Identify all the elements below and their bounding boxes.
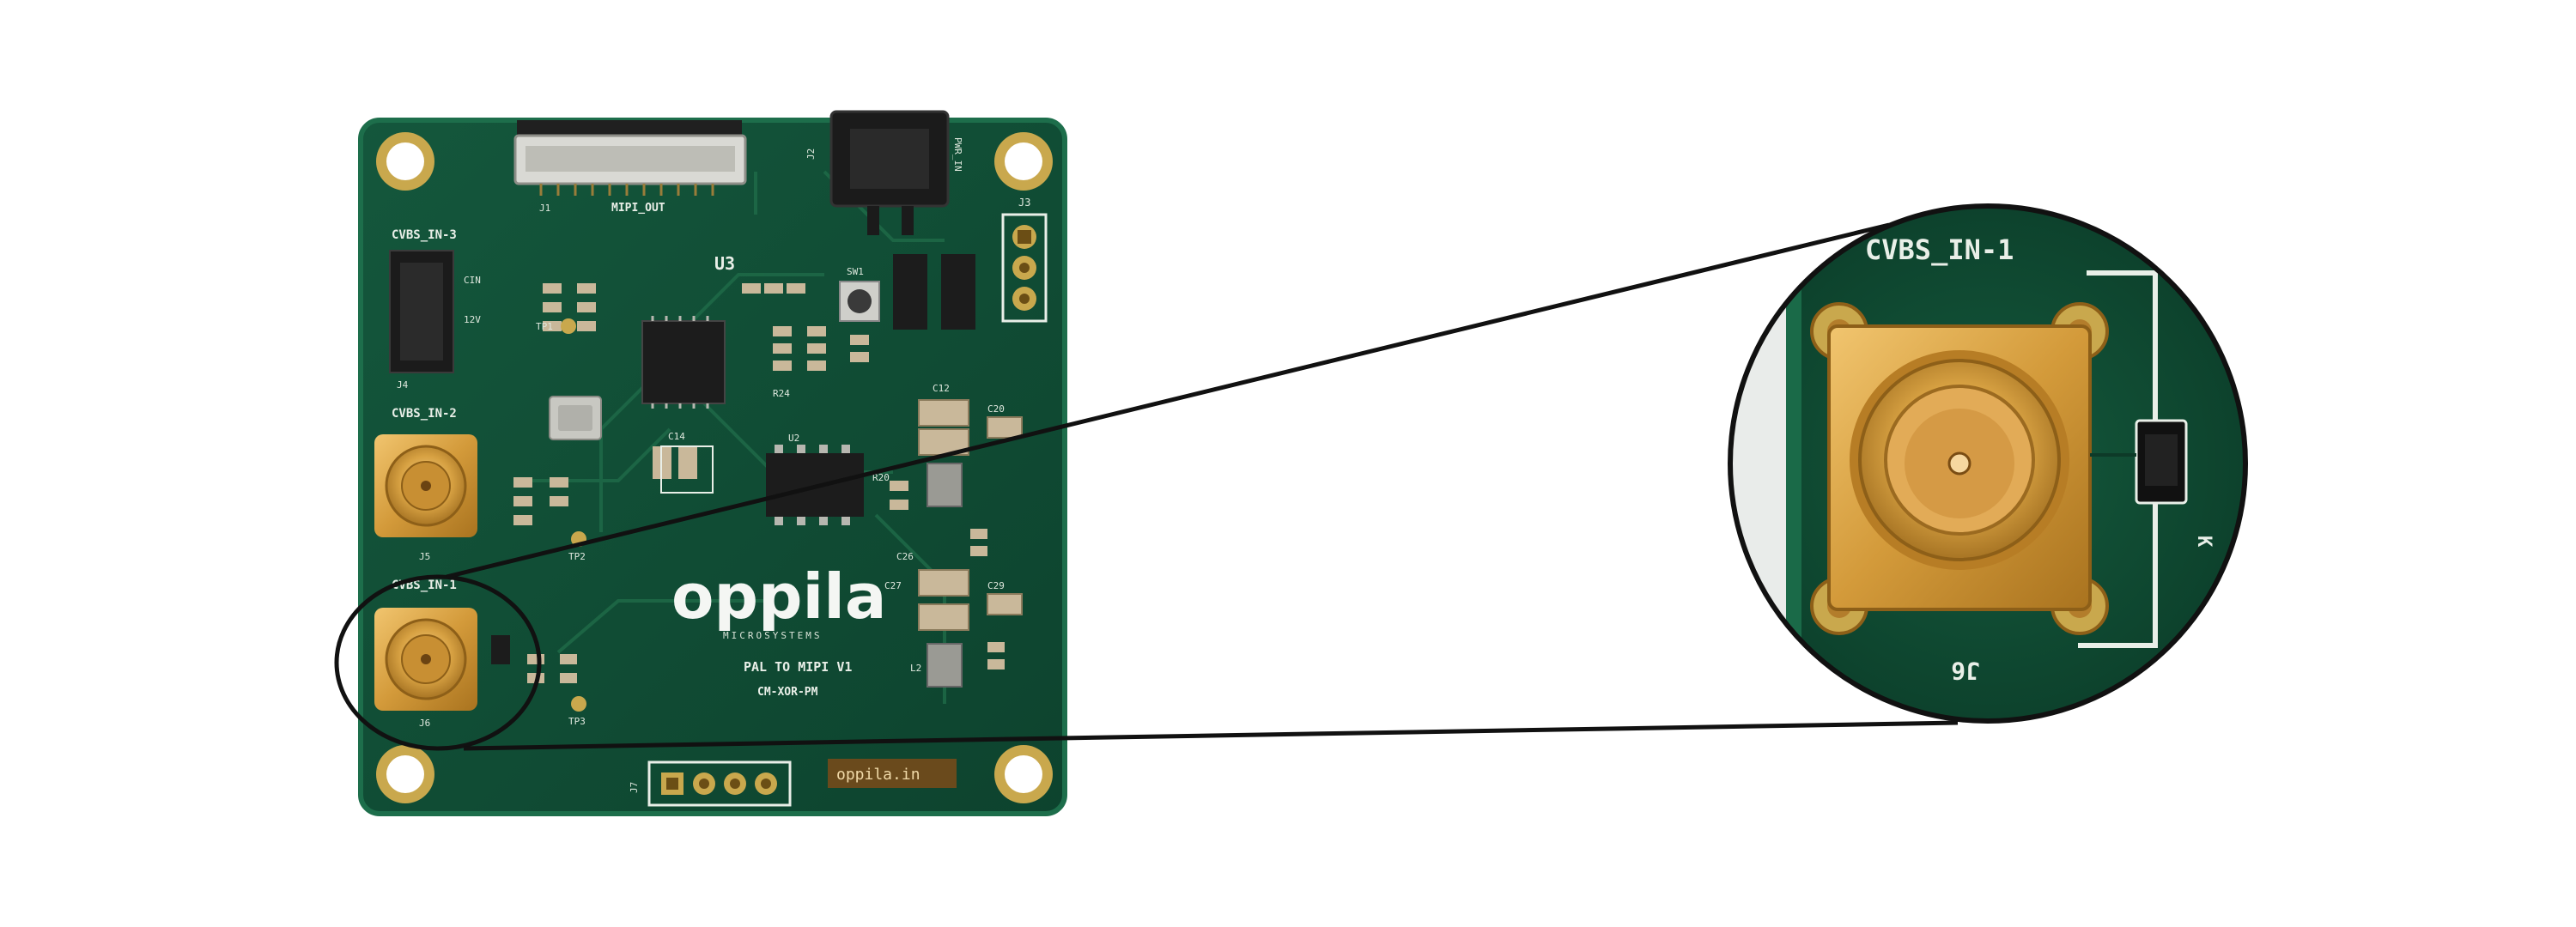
header-j3 <box>1001 213 1048 323</box>
zoomed-k-label: K <box>2193 536 2215 548</box>
j4-label: J4 <box>397 379 409 391</box>
zoomed-switch-k <box>2090 419 2188 505</box>
c14-label: C14 <box>668 431 685 442</box>
j7-label: J7 <box>629 782 640 793</box>
sw1-label: SW1 <box>847 266 864 277</box>
ic-u3-decoder <box>641 316 726 409</box>
capacitor-bank <box>660 399 1023 688</box>
board-name-line2: CM-XOR-PM <box>757 686 818 699</box>
mipi-out-label: MIPI_OUT <box>611 202 665 215</box>
j6-label: J6 <box>419 718 430 729</box>
u3-label: U3 <box>714 253 735 274</box>
website-text: oppila.in <box>836 766 920 784</box>
mipi-out-connector <box>513 120 747 196</box>
cvbs-in-2-label: CVBS_IN-2 <box>392 407 457 421</box>
cvbs-in-3-label: CVBS_IN-3 <box>392 228 457 242</box>
c12-label: C12 <box>933 383 950 394</box>
header-j7 <box>647 760 792 807</box>
pwr-in-label: PWR_IN <box>952 137 963 172</box>
test-point-tp1 <box>561 318 576 334</box>
zoomed-cvbs-in-1-label: CVBS_IN-1 <box>1865 233 2014 266</box>
j1-label: J1 <box>539 203 550 214</box>
pcb-board: MIPI_OUT J1 PWR_IN J2 J3 SW1 CVBS_IN <box>358 110 1067 816</box>
smb-connector-j6 <box>374 608 477 711</box>
zoomed-smb-connector <box>1810 302 2109 635</box>
j2-label: J2 <box>805 148 817 160</box>
mounting-hole-top-right <box>994 132 1053 191</box>
power-input-connector <box>829 110 950 235</box>
c26-label: C26 <box>896 551 914 562</box>
tp1-label: TP1 <box>536 321 553 332</box>
ic-u2 <box>766 445 864 525</box>
c29-label: C29 <box>987 580 1005 591</box>
passive-components <box>513 283 1005 683</box>
connector-j4 <box>389 250 454 373</box>
r24-label: R24 <box>773 388 790 399</box>
tp3-label: TP3 <box>568 716 586 727</box>
website-badge <box>828 759 957 788</box>
tp2-label: TP2 <box>568 551 586 562</box>
c27-label: C27 <box>884 580 902 591</box>
zoom-lens: K CVBS_IN-1 J6 <box>1728 203 2248 724</box>
oppila-logo: oppila <box>671 560 887 633</box>
zoomed-j6-label: J6 <box>1951 657 1980 685</box>
r20-label: R20 <box>872 472 890 483</box>
test-point-tp3 <box>571 696 586 712</box>
board-name-line1: PAL TO MIPI V1 <box>744 659 852 675</box>
c20-label: C20 <box>987 403 1005 415</box>
switch-k-small <box>491 635 510 664</box>
u2-label: U2 <box>788 433 799 444</box>
mounting-hole-top-left <box>376 132 434 191</box>
l2-label: L2 <box>910 663 921 674</box>
zoom-callout-lines <box>334 222 1959 751</box>
diode-d1 <box>893 254 927 330</box>
diode-d2 <box>941 254 975 330</box>
mounting-hole-bottom-right <box>994 745 1053 803</box>
cin-label: CIN <box>464 275 481 286</box>
mounting-hole-bottom-left <box>376 745 434 803</box>
j3-label: J3 <box>1018 197 1030 209</box>
switch-sw1 <box>839 281 880 322</box>
smb-connector-j5 <box>374 434 477 537</box>
12v-label: 12V <box>464 314 481 325</box>
j5-label: J5 <box>419 551 430 562</box>
oppila-tagline: MICROSYSTEMS <box>723 630 822 641</box>
